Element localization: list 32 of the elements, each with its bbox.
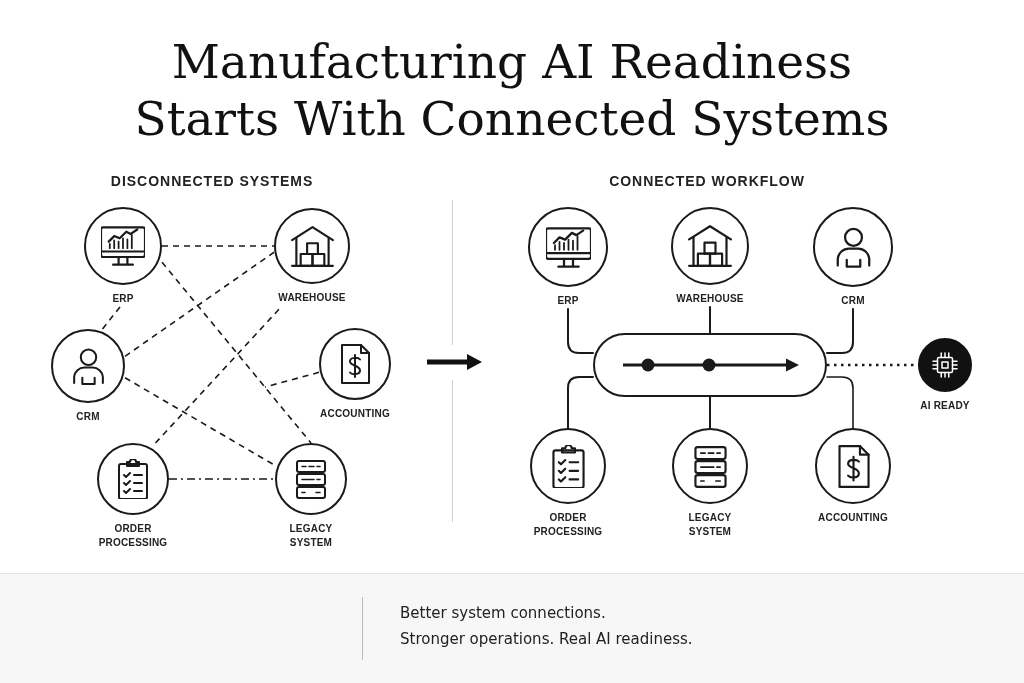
dashed-connector — [168, 478, 276, 480]
node-label: LEGACY SYSTEM — [687, 511, 733, 539]
connector-line — [567, 308, 594, 354]
node-label: ERP — [557, 294, 579, 308]
pipeline-capsule — [593, 333, 827, 397]
section-heading: DISCONNECTED SYSTEMS — [109, 172, 315, 190]
connector-line — [826, 308, 854, 354]
title: Manufacturing AI Readiness Starts With Connected Systems — [133, 33, 891, 147]
connector-line — [826, 376, 854, 429]
connector-line — [709, 396, 711, 429]
connector-line — [709, 306, 711, 334]
connector-line — [567, 376, 594, 429]
node-label: CRM — [841, 294, 865, 308]
dashed-connector — [124, 251, 275, 358]
node-label: ORDER PROCESSING — [97, 522, 169, 550]
tagline-text: Stronger operations. Real AI readiness. — [400, 629, 693, 649]
dashed-connector — [101, 306, 121, 330]
node-label: WAREHOUSE — [676, 292, 744, 306]
dashed-connector — [264, 371, 320, 388]
node-label: AI READY — [920, 399, 970, 413]
tagline-text: Better system connections. — [400, 603, 606, 623]
dashed-connector — [124, 376, 276, 467]
node-label: ACCOUNTING — [818, 511, 888, 525]
section-heading: CONNECTED WORKFLOW — [608, 172, 806, 190]
node-label: ACCOUNTING — [320, 407, 390, 421]
node-label: ERP — [112, 292, 134, 306]
node-label: ORDER PROCESSING — [532, 511, 604, 539]
dashed-connector — [161, 261, 312, 444]
node-label: CRM — [76, 410, 100, 424]
node-label: LEGACY SYSTEM — [288, 522, 334, 550]
node-label: WAREHOUSE — [278, 291, 346, 305]
dashed-connector — [161, 245, 275, 247]
